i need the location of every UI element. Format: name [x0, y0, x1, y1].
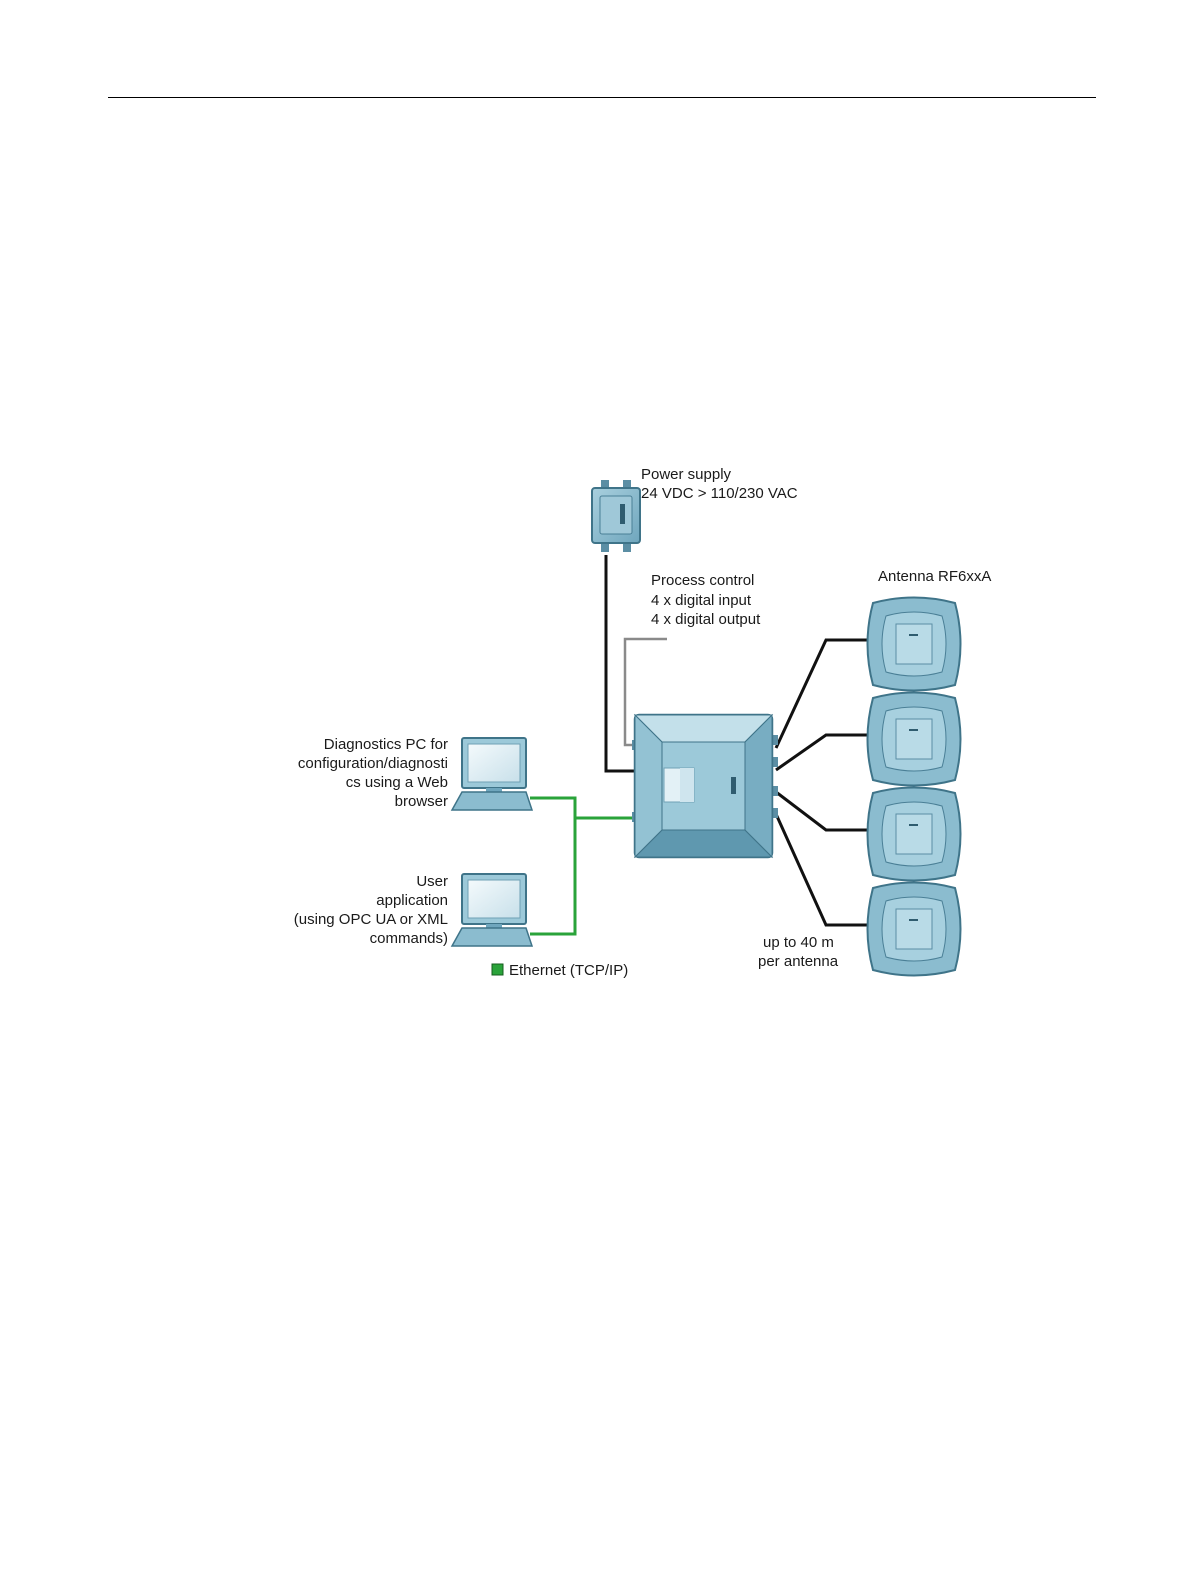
process-control-title: Process control	[651, 572, 754, 589]
power-supply-device	[592, 480, 640, 552]
diag-pc-label-line4: browser	[395, 793, 448, 810]
user-app-label-line1: User	[416, 873, 448, 890]
user-app-label-line3: (using OPC UA or XML	[294, 911, 448, 928]
cable-length-line2: per antenna	[758, 953, 839, 970]
process-control-inputs: 4 x digital input	[651, 592, 752, 609]
user-app-label-line2: application	[376, 892, 448, 909]
ethernet-legend-swatch	[492, 964, 503, 975]
antenna-4	[868, 883, 961, 976]
process-control-outputs: 4 x digital output	[651, 611, 761, 628]
power-cable	[606, 555, 635, 771]
diag-pc-label-line1: Diagnostics PC for	[324, 736, 448, 753]
ethernet-legend-label: Ethernet (TCP/IP)	[509, 962, 628, 979]
power-supply-title: Power supply	[641, 466, 732, 483]
antenna-title: Antenna RF6xxA	[878, 568, 991, 585]
cable-length-line1: up to 40 m	[763, 934, 834, 951]
diagnostics-pc-icon	[452, 738, 532, 810]
power-supply-spec: 24 VDC > 110/230 VAC	[641, 485, 798, 502]
antenna-3	[868, 788, 961, 881]
rfid-reader-device	[632, 715, 778, 857]
diag-pc-label-line2: configuration/diagnosti	[298, 755, 448, 772]
antenna-1	[868, 598, 961, 691]
user-app-label-line4: commands)	[370, 930, 448, 947]
ethernet-cables	[530, 798, 635, 934]
user-application-pc-icon	[452, 874, 532, 946]
antenna-cables	[776, 640, 876, 925]
diag-pc-label-line3: cs using a Web	[346, 774, 448, 791]
antenna-2	[868, 693, 961, 786]
